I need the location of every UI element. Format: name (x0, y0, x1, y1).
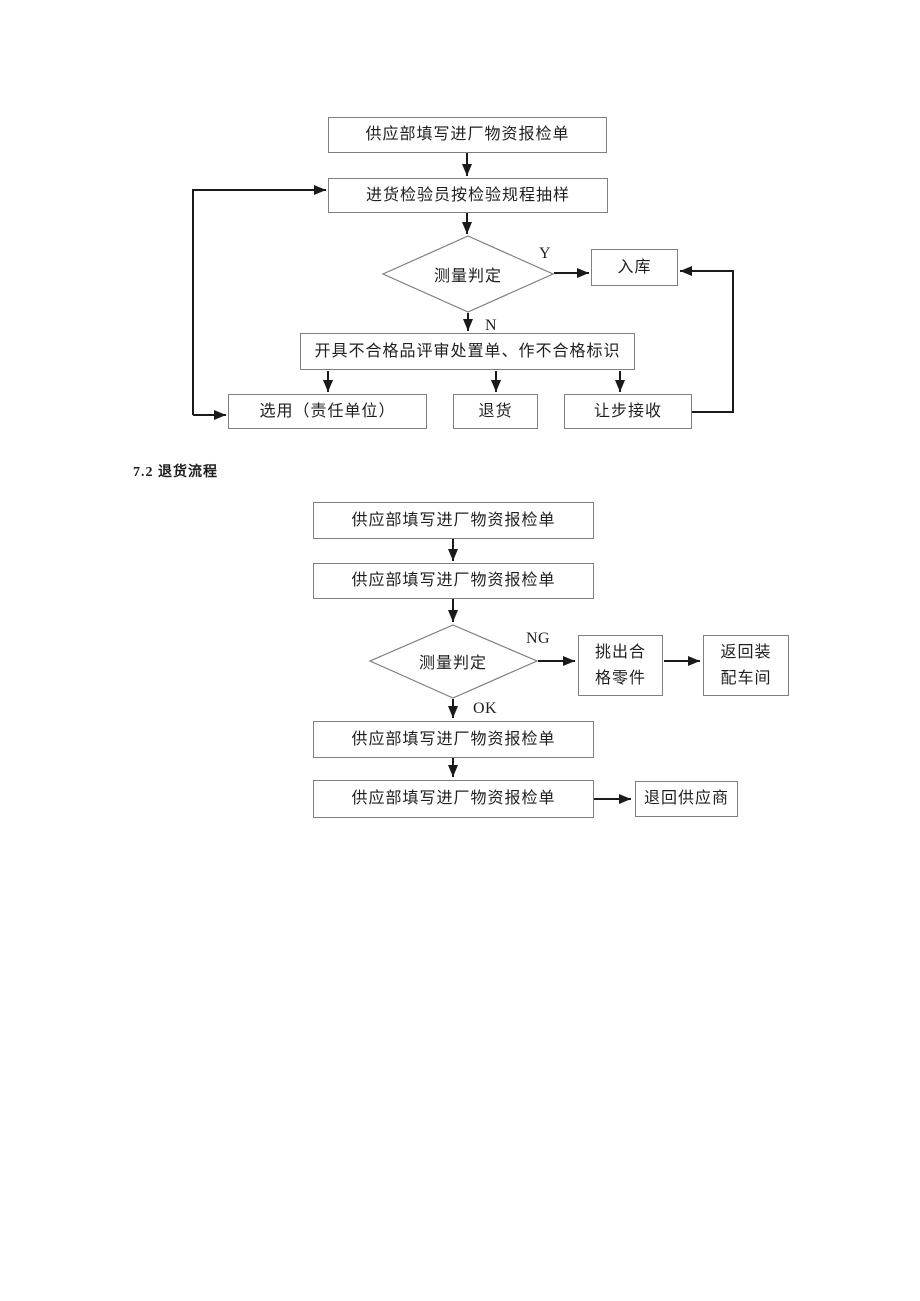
fc2-node-step1: 供应部填写进厂物资报检单 (313, 502, 594, 539)
fc1-node-concession: 让步接收 (564, 394, 692, 429)
fc2-node-step3-label: 供应部填写进厂物资报检单 (351, 730, 556, 748)
fc2-node-return-supplier-label: 退回供应商 (643, 790, 729, 807)
fc2-node-decision: 测量判定 (393, 646, 513, 676)
fc2-node-return-supplier: 退回供应商 (635, 781, 738, 817)
fc1-edge-label-no: N (485, 317, 498, 334)
fc2-node-decision-label: 测量判定 (418, 655, 487, 672)
fc2-node-pick-qualified: 挑出合格零件 (578, 635, 663, 696)
fc2-edge-label-ok: OK (473, 700, 498, 717)
fc1-node-warehouse-label: 入库 (617, 258, 652, 276)
fc2-node-step2-label: 供应部填写进厂物资报检单 (351, 572, 556, 589)
fc2-node-step4: 供应部填写进厂物资报检单 (313, 780, 594, 818)
fc1-node-warehouse: 入库 (591, 249, 678, 286)
section-heading-7-2: 7.2 退货流程 (133, 465, 218, 480)
arrow-fc1-loop-to-sampling (192, 185, 326, 415)
fc2-node-pick-qualified-label: 挑出合格零件 (594, 643, 646, 687)
fc1-decision-diamond-shape (381, 235, 555, 313)
fc2-node-step2: 供应部填写进厂物资报检单 (313, 563, 594, 599)
fc1-node-sampling-label: 进货检验员按检验规程抽样 (365, 186, 570, 204)
fc2-decision-diamond-shape (368, 624, 539, 699)
fc1-node-nonconforming-label: 开具不合格品评审处置单、作不合格标识 (314, 342, 621, 360)
fc2-node-step3: 供应部填写进厂物资报检单 (313, 721, 594, 758)
fc1-node-decision-label: 测量判定 (433, 268, 502, 285)
fc2-edge-label-ng: NG (526, 630, 551, 647)
fc2-node-return-assembly-label: 返回装配车间 (720, 643, 772, 687)
fc1-node-fill-report-label: 供应部填写进厂物资报检单 (365, 126, 570, 143)
fc2-node-step4-label: 供应部填写进厂物资报检单 (351, 790, 556, 807)
fc1-node-return-goods: 退货 (453, 394, 538, 429)
fc2-node-return-assembly: 返回装配车间 (703, 635, 789, 696)
fc1-node-fill-report: 供应部填写进厂物资报检单 (328, 117, 607, 153)
fc1-node-nonconforming: 开具不合格品评审处置单、作不合格标识 (300, 333, 635, 370)
arrow-fc1-concession-to-warehouse (680, 266, 734, 413)
fc1-node-sampling: 进货检验员按检验规程抽样 (328, 178, 608, 213)
fc1-node-select-use: 选用（责任单位） (228, 394, 427, 429)
fc1-edge-label-yes: Y (539, 245, 552, 262)
fc1-node-select-use-label: 选用（责任单位） (259, 402, 396, 420)
fc1-node-concession-label: 让步接收 (593, 402, 662, 420)
fc1-node-decision: 测量判定 (408, 259, 528, 289)
fc1-node-return-goods-label: 退货 (478, 402, 513, 420)
fc2-node-step1-label: 供应部填写进厂物资报检单 (351, 511, 556, 529)
